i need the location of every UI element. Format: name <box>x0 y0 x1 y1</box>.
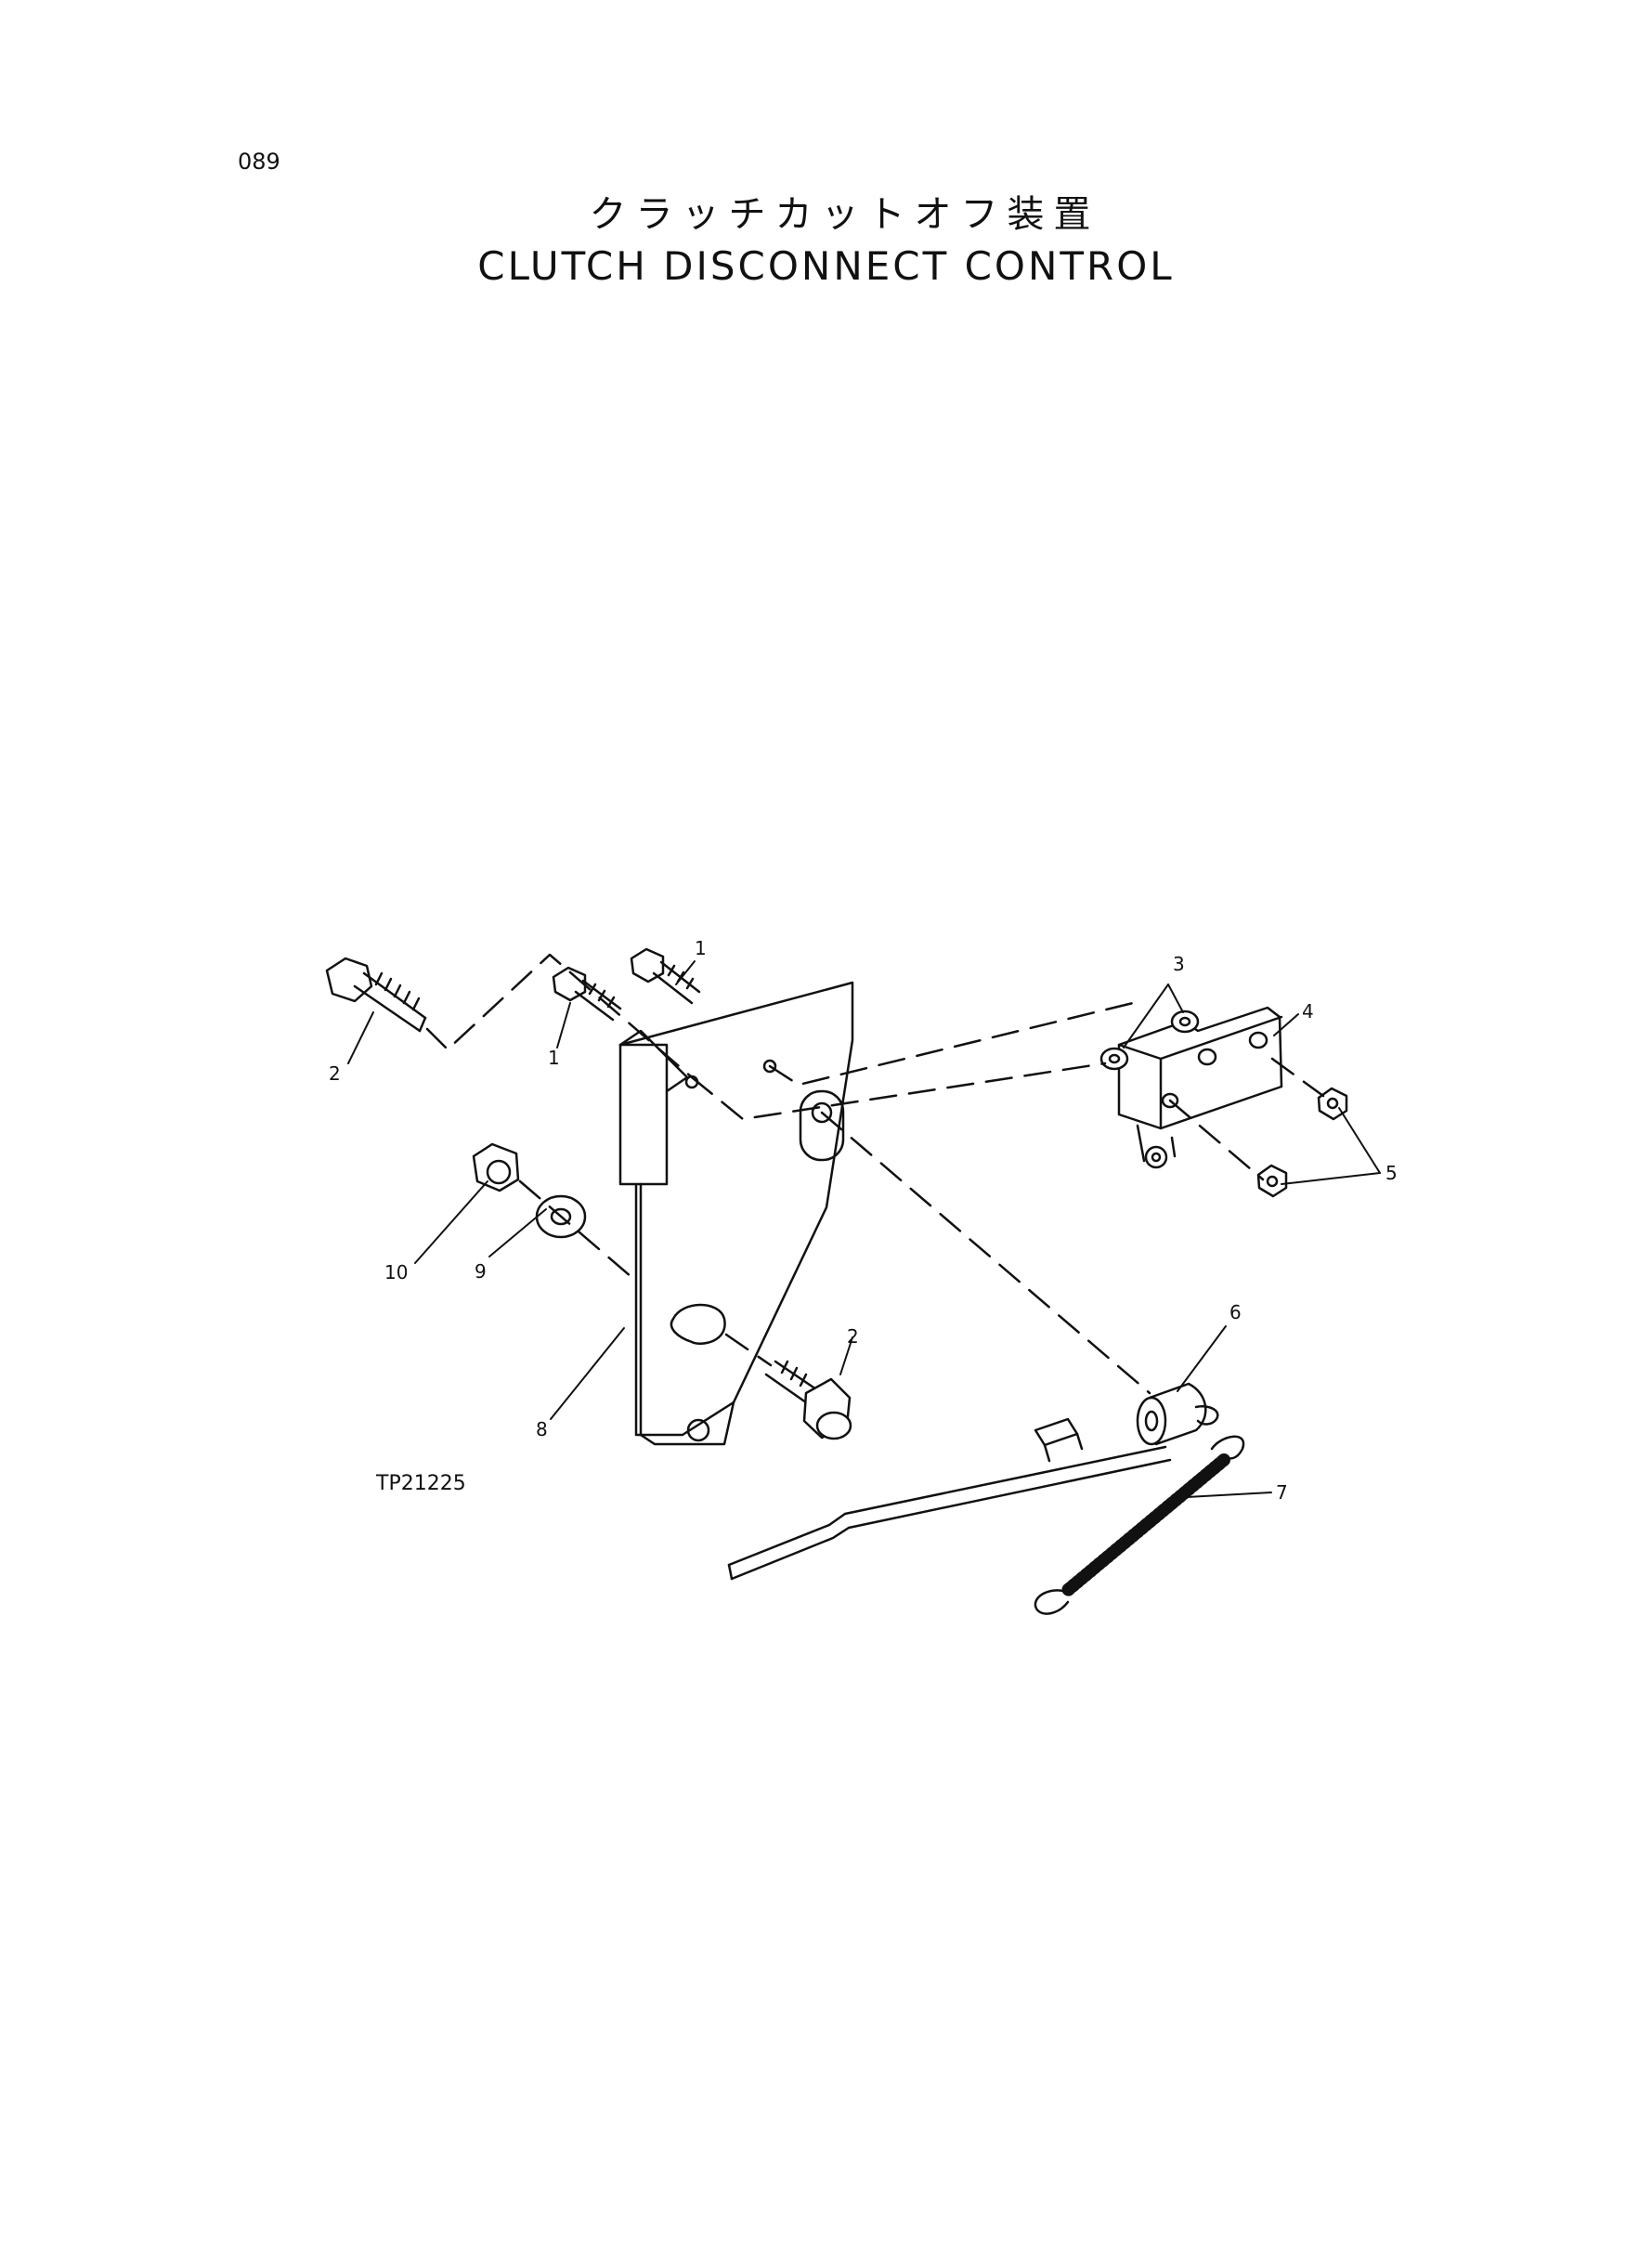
callout-labels: 2 1 1 3 4 5 6 7 8 9 10 2 <box>329 937 1398 1504</box>
title-japanese: クラッチカットオフ装置 <box>589 193 1100 236</box>
leader-lines <box>347 960 1381 1498</box>
bolt-1-top <box>630 947 701 1005</box>
title-block: クラッチカットオフ装置 CLUTCH DISCONNECT CONTROL <box>0 184 1652 289</box>
figure-code: TP21225 <box>376 1472 466 1495</box>
nuts-5 <box>1256 1087 1348 1198</box>
callout-1-top: 1 <box>695 937 707 959</box>
bolt-1-left <box>552 966 622 1022</box>
switch <box>1117 1006 1283 1169</box>
page-number: 089 <box>238 149 280 175</box>
callout-2-upper: 2 <box>329 1062 341 1085</box>
bracket <box>618 981 854 1446</box>
assembly-dashed-lines <box>425 953 1325 1395</box>
callout-5: 5 <box>1385 1162 1398 1184</box>
spring <box>1034 1435 1245 1615</box>
bolt-lower <box>764 1360 852 1440</box>
bolt-upper-left <box>325 957 427 1033</box>
callout-2-lower: 2 <box>847 1325 859 1348</box>
callout-8: 8 <box>536 1418 548 1440</box>
callout-1-left: 1 <box>548 1047 560 1069</box>
callout-3: 3 <box>1173 953 1185 975</box>
callout-7: 7 <box>1276 1481 1288 1504</box>
callout-9: 9 <box>475 1260 487 1283</box>
callout-10: 10 <box>384 1261 408 1283</box>
lever-rod <box>727 1382 1219 1581</box>
washers-3 <box>1099 1010 1200 1071</box>
title-english: CLUTCH DISCONNECT CONTROL <box>477 243 1175 289</box>
callout-6: 6 <box>1229 1301 1242 1323</box>
callout-4: 4 <box>1302 1000 1314 1023</box>
flange-nut <box>472 1142 520 1192</box>
